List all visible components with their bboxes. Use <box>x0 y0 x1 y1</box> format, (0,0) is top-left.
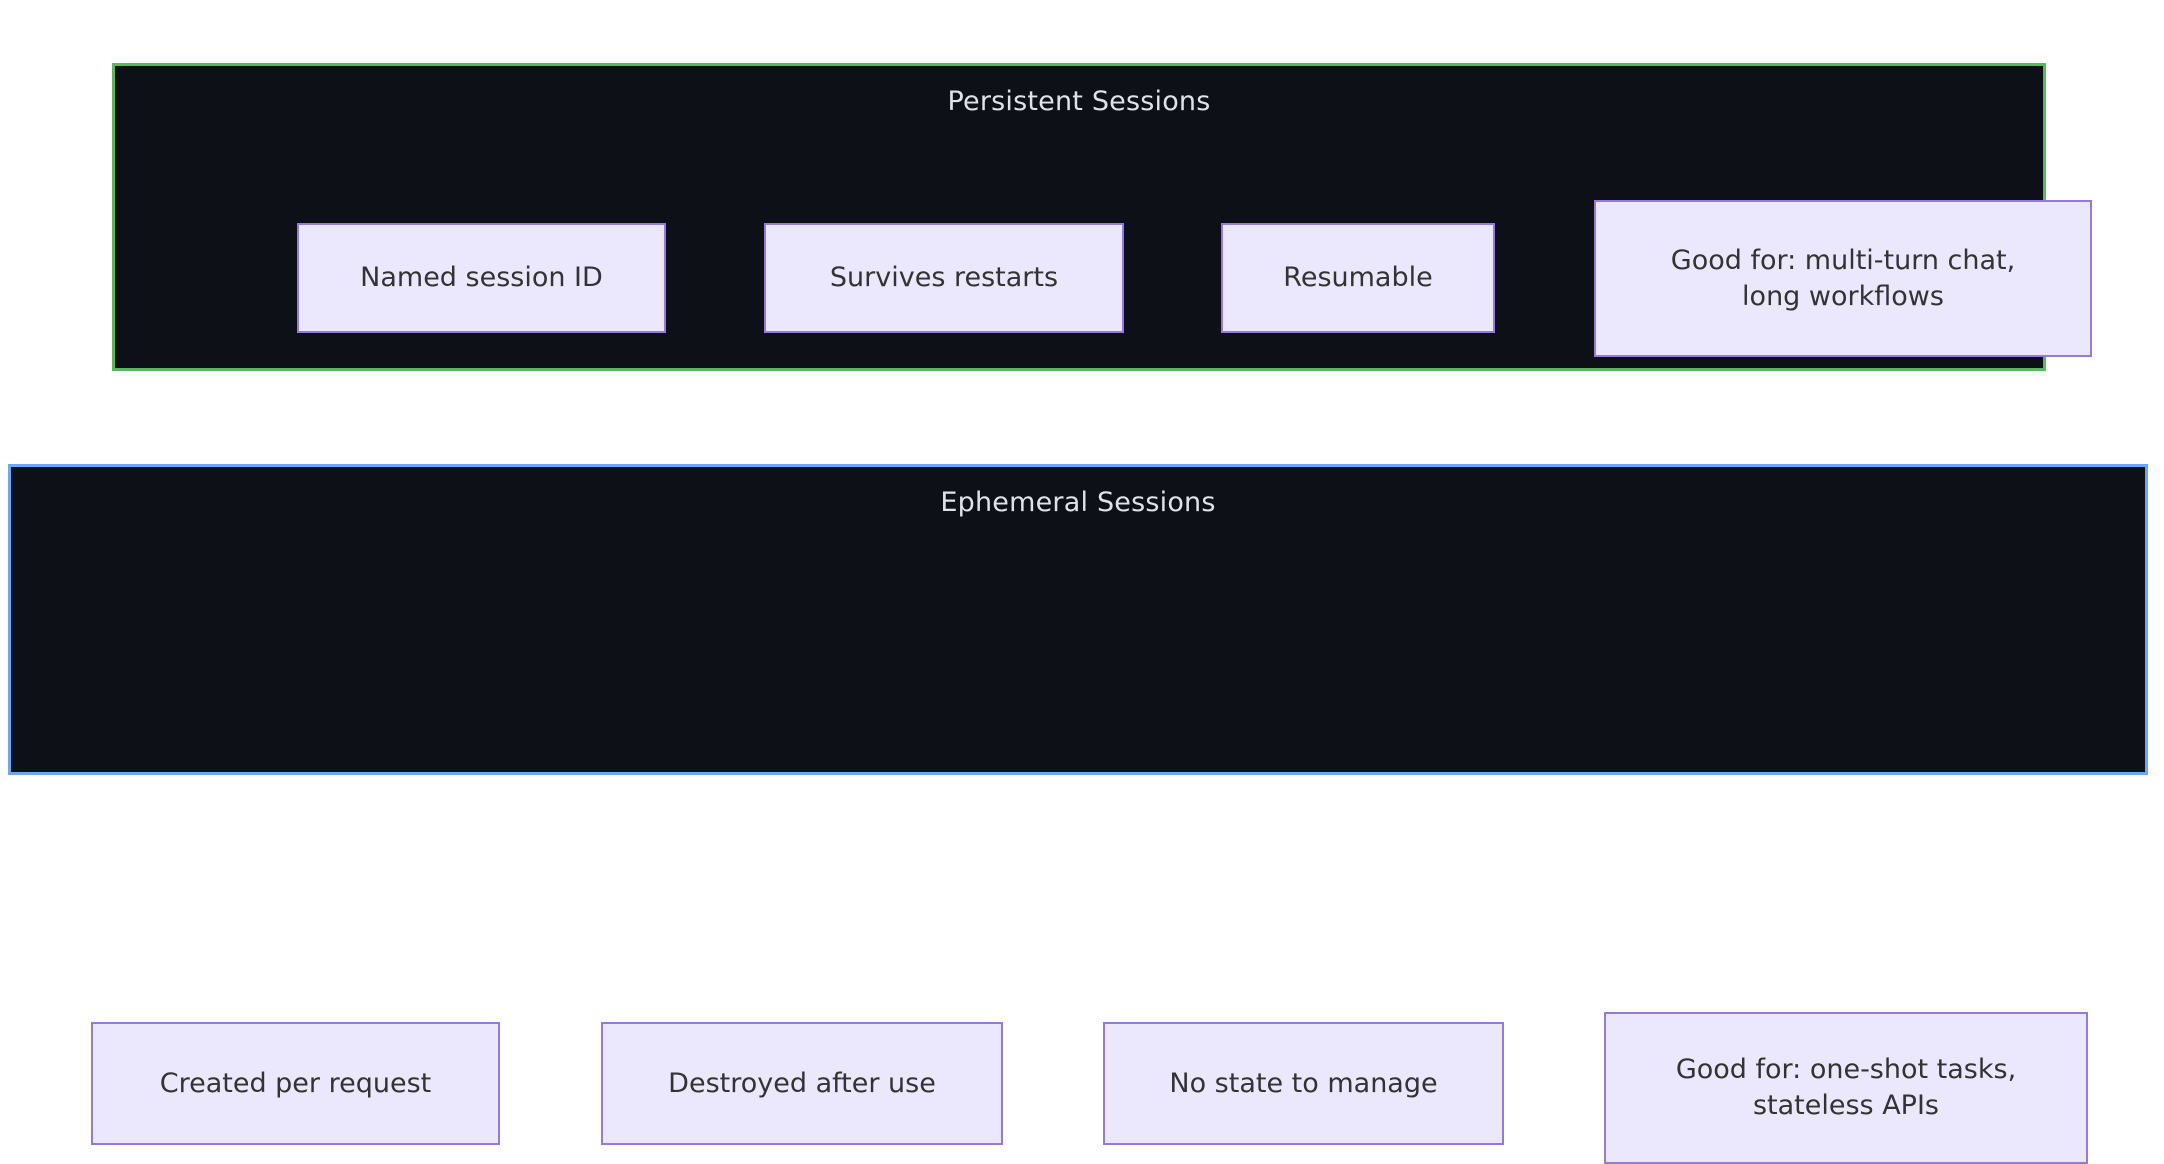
node-created-per-request[interactable]: Created per request <box>91 1022 500 1145</box>
cluster-title-ephemeral-sessions: Ephemeral Sessions <box>940 487 1216 518</box>
cluster-persistent-sessions: Persistent Sessions Named session ID Sur… <box>112 63 2092 371</box>
node-label: Created per request <box>159 1067 432 1099</box>
node-good-for-persistent[interactable]: Good for: multi-turn chat, long workflow… <box>1594 200 2092 357</box>
node-destroyed-after-use[interactable]: Destroyed after use <box>601 1022 1003 1145</box>
node-survives-restarts[interactable]: Survives restarts <box>764 223 1124 333</box>
cluster-ephemeral-sessions: Ephemeral Sessions Created per request D… <box>8 464 2148 1164</box>
node-named-session-id[interactable]: Named session ID <box>297 223 666 333</box>
node-label: Destroyed after use <box>668 1067 936 1099</box>
node-good-for-ephemeral[interactable]: Good for: one-shot tasks, stateless APIs <box>1604 1012 2088 1164</box>
node-label: Good for: multi-turn chat, long workflow… <box>1670 244 2016 312</box>
node-label: Named session ID <box>360 262 603 294</box>
node-resumable[interactable]: Resumable <box>1221 223 1495 333</box>
node-label: Resumable <box>1283 262 1433 294</box>
node-no-state-to-manage[interactable]: No state to manage <box>1103 1022 1504 1145</box>
diagram-canvas: Persistent Sessions Named session ID Sur… <box>8 63 2148 1164</box>
node-label: No state to manage <box>1169 1067 1438 1099</box>
cluster-title-persistent-sessions: Persistent Sessions <box>947 86 1211 117</box>
node-label: Survives restarts <box>829 262 1059 294</box>
node-label: Good for: one-shot tasks, stateless APIs <box>1675 1054 2017 1121</box>
